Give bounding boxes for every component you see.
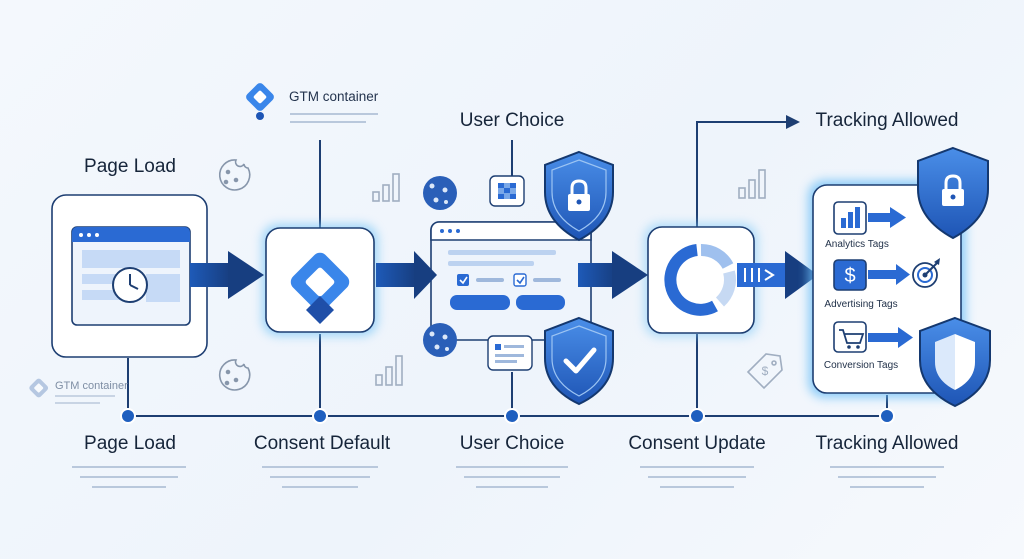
form-card-icon (487, 335, 533, 371)
flow-arrow (737, 251, 818, 299)
tracking-allowed-box: $ (808, 180, 966, 398)
analytics-tags-label: Analytics Tags (825, 239, 889, 250)
consent-default-box (262, 224, 378, 336)
cookie-icon (218, 159, 251, 191)
gtm-container-faint-label: GTM container (55, 380, 128, 392)
shield-icon (919, 316, 991, 408)
bar-chart-icon (738, 169, 766, 199)
step-label-consent-default: Consent Default (253, 433, 391, 454)
shield-check-icon (544, 316, 614, 406)
bar-chart-icon (372, 173, 400, 202)
consent-banner-icon (440, 229, 565, 310)
cookie-icon (423, 176, 457, 210)
bar-chart-icon (375, 355, 403, 386)
gtm-faint-lines (55, 395, 115, 404)
step-label-tracking-allowed: Tracking Allowed (815, 433, 959, 454)
gtm-logo-icon (290, 252, 350, 324)
analytics-tags-icon (833, 201, 906, 235)
top-label-user-choice: User Choice (459, 110, 565, 131)
gtm-logo-icon (246, 83, 274, 120)
flow-arrow (578, 251, 648, 299)
shield-lock-icon (544, 150, 614, 242)
clock-icon (112, 267, 148, 303)
svg-text:$: $ (762, 364, 769, 378)
cart-icon (833, 321, 913, 353)
flow-arrow (190, 251, 264, 299)
step-label-page-load: Page Load (84, 433, 176, 454)
top-label-page-load: Page Load (84, 156, 176, 177)
gtm-container-label: GTM container (289, 89, 379, 104)
step-description-lines (72, 466, 944, 488)
consent-donut-icon (664, 244, 736, 316)
cookie-icon (218, 359, 251, 391)
target-icon (912, 258, 940, 288)
cookie-icon (423, 323, 457, 357)
gtm-logo-faint-icon (29, 378, 49, 398)
conversion-tags-label: Conversion Tags (823, 360, 899, 371)
advertising-tags-label: Advertising Tags (824, 299, 898, 310)
timeline-nodes (120, 408, 895, 424)
svg-text:$: $ (844, 265, 855, 287)
page-load-box (51, 194, 208, 358)
flow-arrow (376, 251, 437, 299)
cookie-settings-icon (489, 175, 525, 207)
gtm-description-lines (290, 113, 378, 123)
shield-lock-icon (917, 146, 989, 240)
dollar-icon: $ (833, 259, 910, 291)
price-tag-icon: $ (746, 353, 783, 390)
step-label-consent-update: Consent Update (628, 433, 766, 454)
top-label-tracking-allowed: Tracking Allowed (815, 110, 959, 131)
consent-update-box (644, 223, 758, 337)
step-label-user-choice: User Choice (459, 433, 565, 454)
